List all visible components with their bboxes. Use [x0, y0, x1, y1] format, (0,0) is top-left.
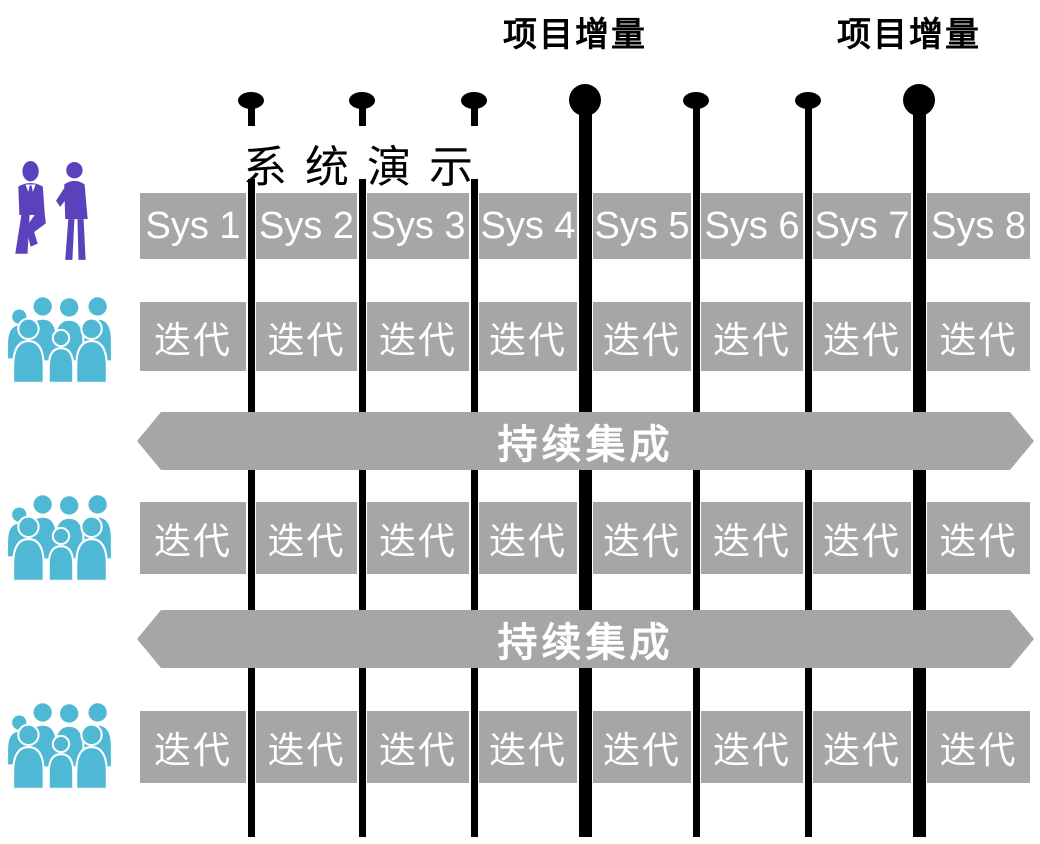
project-increment-label: 项目增量 — [837, 16, 981, 54]
iteration-box: 迭代 — [701, 502, 803, 574]
iteration-box: 迭代 — [140, 711, 246, 783]
iteration-box: 迭代 — [367, 502, 469, 574]
iteration-box: 迭代 — [367, 302, 469, 371]
sys-box: Sys 5 — [593, 193, 691, 259]
milestone-dot-minor — [238, 92, 264, 109]
sys-box: Sys 3 — [367, 193, 469, 259]
iteration-box: 迭代 — [701, 302, 803, 371]
sys-box: Sys 2 — [256, 193, 357, 259]
iteration-box: 迭代 — [701, 711, 803, 783]
sys-box: Sys 7 — [813, 193, 911, 259]
iteration-box: 迭代 — [927, 502, 1030, 574]
timeline-line — [247, 100, 255, 126]
timeline-line — [358, 100, 366, 126]
continuous-integration-arrow: 持续集成 — [137, 610, 1034, 668]
iteration-box: 迭代 — [367, 711, 469, 783]
iteration-box: 迭代 — [479, 502, 577, 574]
sys-box: Sys 4 — [479, 193, 577, 259]
milestone-dot-minor — [349, 92, 375, 109]
milestone-dot-minor — [683, 92, 709, 109]
iteration-box: 迭代 — [813, 711, 911, 783]
timeline-line — [247, 179, 255, 837]
sys-box: Sys 1 — [140, 193, 246, 259]
project-increment-label: 项目增量 — [503, 16, 647, 54]
team-crowd-icon — [4, 699, 118, 789]
system-demo-label: 系统演示 — [243, 143, 491, 192]
timeline-line — [470, 179, 478, 837]
continuous-integration-label: 持续集成 — [497, 621, 674, 665]
iteration-box: 迭代 — [593, 502, 691, 574]
iteration-box: 迭代 — [593, 711, 691, 783]
iteration-box: 迭代 — [593, 302, 691, 371]
milestone-dot-major — [903, 84, 935, 116]
iteration-box: 迭代 — [813, 302, 911, 371]
two-business-people-icon — [8, 160, 98, 264]
team-crowd-icon — [4, 491, 118, 581]
iteration-box: 迭代 — [813, 502, 911, 574]
iteration-box: 迭代 — [140, 302, 246, 371]
team-crowd-icon — [4, 293, 118, 383]
sys-box: Sys 8 — [927, 193, 1030, 259]
sys-box: Sys 6 — [701, 193, 803, 259]
iteration-box: 迭代 — [479, 302, 577, 371]
continuous-integration-label: 持续集成 — [497, 423, 674, 467]
milestone-dot-major — [569, 84, 601, 116]
timeline-line — [358, 179, 366, 837]
continuous-integration-arrow: 持续集成 — [137, 412, 1034, 470]
iteration-box: 迭代 — [256, 502, 357, 574]
timeline-line — [470, 100, 478, 126]
iteration-box: 迭代 — [927, 302, 1030, 371]
iteration-box: 迭代 — [256, 302, 357, 371]
iteration-box: 迭代 — [256, 711, 357, 783]
iteration-box: 迭代 — [479, 711, 577, 783]
milestone-dot-minor — [795, 92, 821, 109]
milestone-dot-minor — [461, 92, 487, 109]
iteration-box: 迭代 — [140, 502, 246, 574]
iteration-box: 迭代 — [927, 711, 1030, 783]
